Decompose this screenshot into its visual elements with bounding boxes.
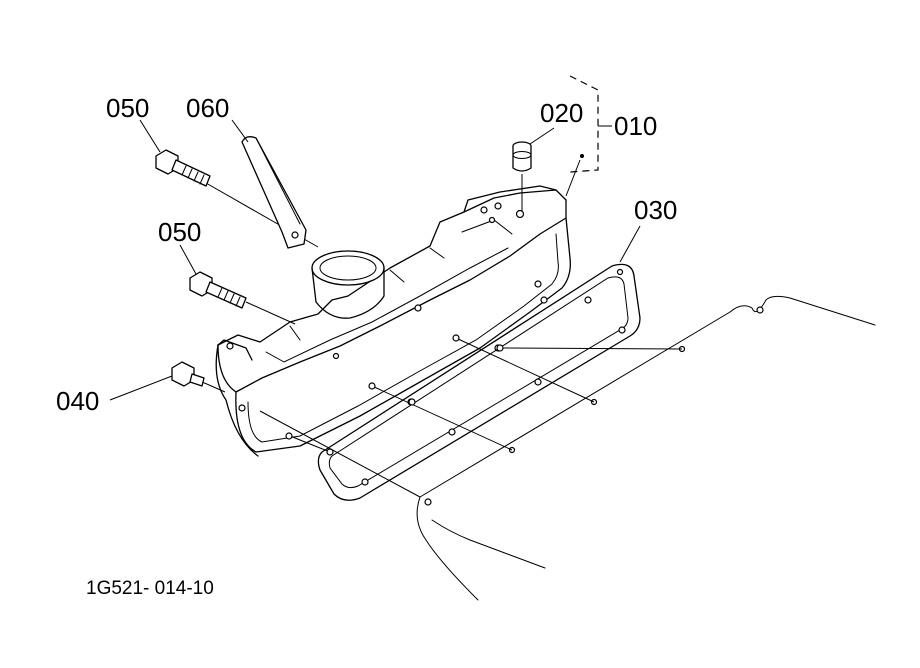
gasket bbox=[317, 263, 641, 501]
callout-030: 030 bbox=[634, 195, 677, 225]
hook-060 bbox=[241, 136, 307, 249]
engine-head-outline bbox=[416, 295, 876, 601]
callout-050-mid: 050 bbox=[158, 217, 201, 247]
bolt-050-top bbox=[155, 149, 211, 187]
assembly-bracket-010 bbox=[569, 75, 612, 173]
alignment-lines bbox=[199, 174, 683, 498]
plug-020 bbox=[512, 141, 532, 172]
bolt-050-mid bbox=[189, 271, 247, 309]
callout-040: 040 bbox=[56, 386, 99, 416]
callout-010: 010 bbox=[614, 111, 657, 141]
callout-050-top: 050 bbox=[106, 93, 149, 123]
intake-manifold bbox=[215, 185, 571, 457]
bolt-040 bbox=[171, 361, 205, 387]
drawing-code: 1G521- 014-10 bbox=[86, 578, 214, 599]
callout-020: 020 bbox=[540, 98, 583, 128]
callout-060: 060 bbox=[186, 93, 229, 123]
callout-leaders bbox=[109, 119, 641, 401]
